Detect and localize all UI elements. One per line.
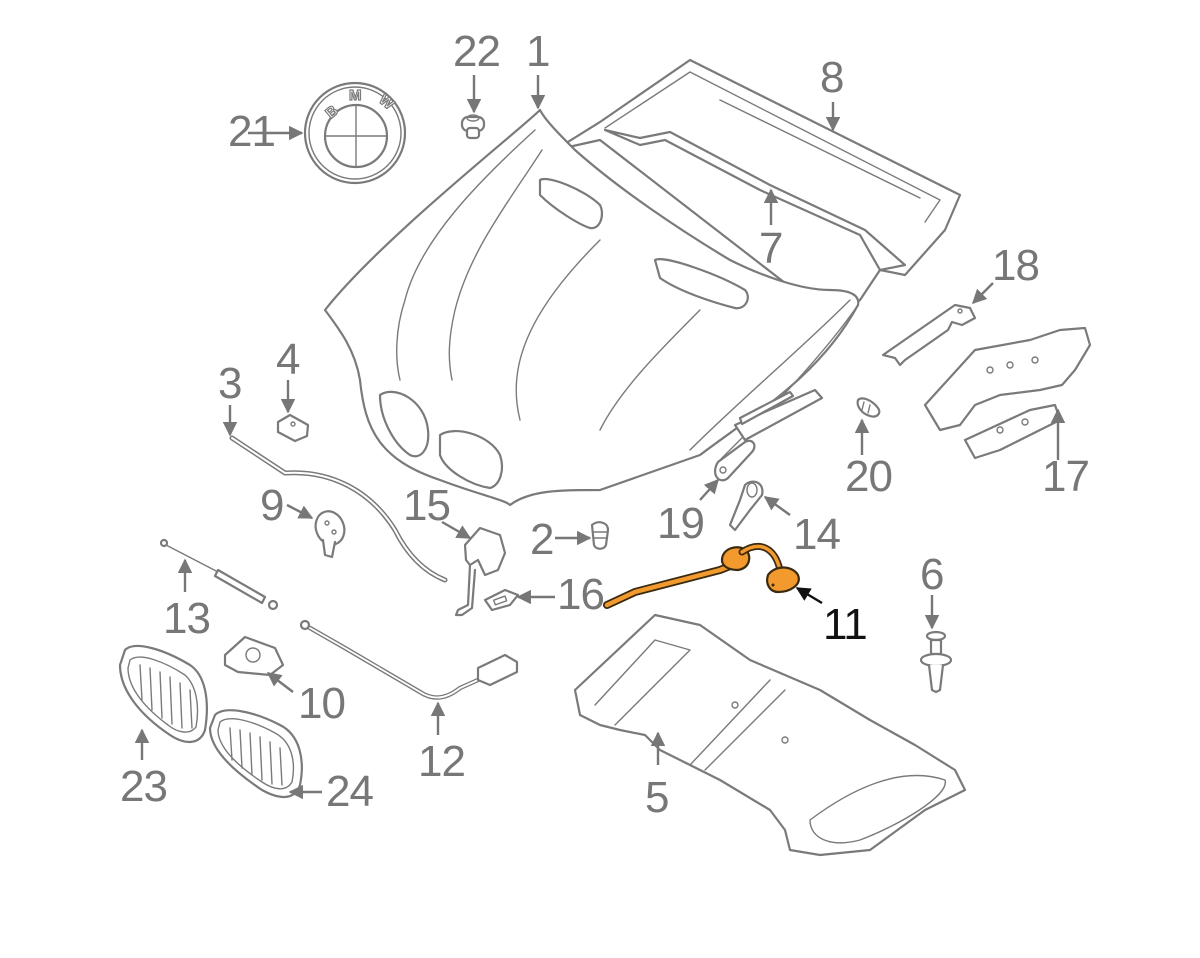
part-21-emblem[interactable]: B M W <box>303 81 407 185</box>
callout-3[interactable]: 3 <box>218 359 243 408</box>
callout-13[interactable]: 13 <box>163 594 211 643</box>
part-6-push-clip[interactable] <box>919 630 953 694</box>
part-5-insulation-pad[interactable] <box>573 613 967 857</box>
callout-22[interactable]: 22 <box>453 27 501 76</box>
arrow-9 <box>286 503 314 520</box>
part-18-hinge-bracket[interactable] <box>881 303 977 367</box>
callout-6[interactable]: 6 <box>920 550 945 599</box>
part-4-pad[interactable] <box>276 413 310 443</box>
callout-20[interactable]: 20 <box>845 452 893 501</box>
part-12-release-cable-rear[interactable] <box>299 619 519 700</box>
emblem-letter-m: M <box>349 87 362 104</box>
callout-15[interactable]: 15 <box>403 481 451 530</box>
callout-7[interactable]: 7 <box>759 224 784 273</box>
callout-21[interactable]: 21 <box>228 107 276 156</box>
callout-18[interactable]: 18 <box>992 241 1040 290</box>
arrow-15 <box>441 520 472 540</box>
part-19-gas-strut[interactable] <box>713 388 824 482</box>
part-24-grille-right[interactable] <box>208 709 303 798</box>
callout-5[interactable]: 5 <box>645 773 670 822</box>
part-15-latch[interactable] <box>454 526 507 617</box>
arrow-11 <box>795 586 823 605</box>
callout-19[interactable]: 19 <box>657 499 705 548</box>
part-2-bumper-stop[interactable] <box>590 521 610 550</box>
arrow-18 <box>971 282 994 305</box>
part-20-screw[interactable] <box>856 397 881 418</box>
arrow-19 <box>699 478 719 501</box>
part-17-hinge[interactable] <box>923 326 1092 460</box>
part-1-hood[interactable] <box>323 108 860 507</box>
callout-14[interactable]: 14 <box>793 510 841 559</box>
callout-12[interactable]: 12 <box>418 737 466 786</box>
callout-10[interactable]: 10 <box>298 679 346 728</box>
arrow-10 <box>266 672 294 693</box>
callout-11[interactable]: 11 <box>823 600 868 649</box>
part-23-grille-left[interactable] <box>118 645 208 743</box>
part-22-grommet[interactable] <box>460 114 486 140</box>
part-9-cable-holder[interactable] <box>311 507 349 559</box>
part-11-support-rod[interactable] <box>603 543 800 609</box>
leader-arrows <box>134 75 1066 800</box>
part-3-release-cable[interactable] <box>229 435 448 583</box>
part-16-striker-cover[interactable] <box>483 588 520 612</box>
callout-23[interactable]: 23 <box>120 762 168 811</box>
callout-24[interactable]: 24 <box>326 767 374 816</box>
callout-17[interactable]: 17 <box>1042 452 1090 501</box>
callout-8[interactable]: 8 <box>820 53 845 102</box>
part-14-bracket[interactable] <box>728 480 764 532</box>
part-13-lift-support[interactable] <box>159 538 279 611</box>
part-10-release-handle[interactable] <box>223 635 285 677</box>
callout-9[interactable]: 9 <box>260 481 285 530</box>
callout-4[interactable]: 4 <box>276 335 301 384</box>
callout-16[interactable]: 16 <box>557 570 605 619</box>
callout-1[interactable]: 1 <box>526 27 551 76</box>
callout-2[interactable]: 2 <box>530 515 555 564</box>
arrow-14 <box>763 496 791 516</box>
